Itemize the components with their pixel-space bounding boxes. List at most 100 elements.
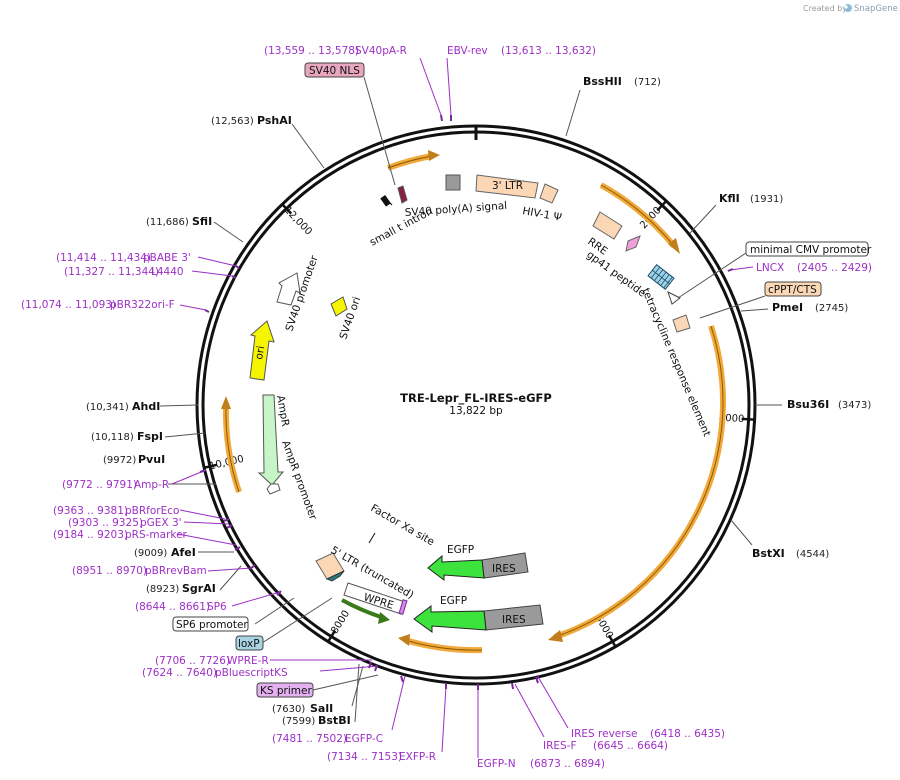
primer-ires-reverse[interactable]: IRES reverse(6418 .. 6435)	[571, 728, 725, 740]
cppt-tag[interactable]: cPPT/CTS	[764, 281, 822, 297]
enzyme-bstbi[interactable]: BstBI(7599)	[282, 714, 351, 727]
svg-text:minimal CMV promoter: minimal CMV promoter	[750, 244, 872, 256]
enzyme-bstxi[interactable]: BstXI(4544)	[752, 547, 829, 560]
primer-l4440[interactable]: (11,327 .. 11,344)L4440	[64, 266, 184, 278]
svg-text:(13,613 .. 13,632): (13,613 .. 13,632)	[501, 45, 596, 57]
credit-brand: SnapGene	[854, 4, 898, 14]
primer-labels: (13,559 .. 13,578)SV40pA-R EBV-rev(13,61…	[21, 45, 872, 770]
primer-pbluescriptks[interactable]: (7624 .. 7640)pBluescriptKS	[142, 667, 288, 679]
orf-arc-kfli-core	[600, 184, 675, 247]
primer-ebv-rev[interactable]: EBV-rev(13,613 .. 13,632)	[447, 45, 596, 57]
orf-arc-left-core	[225, 404, 240, 493]
svg-text:SV40pA-R: SV40pA-R	[355, 45, 407, 57]
svg-text:IRES-F: IRES-F	[543, 740, 577, 752]
enzyme-pvui[interactable]: PvuI(9972)	[103, 453, 165, 466]
svg-text:(6418 .. 6435): (6418 .. 6435)	[650, 728, 725, 740]
svg-text:BstXI: BstXI	[752, 547, 785, 560]
svg-text:BstBI: BstBI	[318, 714, 351, 727]
svg-text:(7624 .. 7640): (7624 .. 7640)	[142, 667, 217, 679]
enzyme-ahdi[interactable]: AhdI(10,341)	[86, 400, 160, 413]
ring-tick-label-5: 12,000	[282, 205, 314, 238]
ampr-promoter-arrow	[266, 483, 281, 495]
svg-text:FspI: FspI	[137, 430, 163, 443]
svg-text:AfeI: AfeI	[171, 546, 196, 559]
svg-text:(9303 .. 9325): (9303 .. 9325)	[68, 517, 143, 529]
ring-tick-label-4: 10,000	[208, 454, 245, 473]
loxp-tag[interactable]: loxP	[235, 635, 264, 651]
svg-text:pBluescriptKS: pBluescriptKS	[215, 667, 288, 679]
ring-tick-2	[607, 634, 617, 648]
sv40-nls-tag[interactable]: SV40 NLS	[304, 62, 365, 78]
orf-arc-kfli-head	[668, 238, 680, 254]
orf-arc-wpre-head	[378, 612, 390, 624]
enzyme-bsu36i[interactable]: Bsu36I(3473)	[787, 398, 871, 411]
primer-amp-r[interactable]: (9772 .. 9791)Amp-R	[62, 479, 169, 491]
sp6-promoter-tag[interactable]: SP6 promoter	[172, 616, 249, 632]
primer-ticks	[199, 114, 734, 690]
svg-text:(7706 .. 7726): (7706 .. 7726)	[155, 655, 230, 667]
primer-wpre-r[interactable]: (7706 .. 7726)WPRE-R	[155, 655, 269, 667]
svg-text:(9972): (9972)	[103, 455, 136, 466]
enzyme-pshai[interactable]: PshAI(12,563)	[211, 114, 292, 127]
enzyme-sfii[interactable]: SfiI(11,686)	[146, 215, 212, 228]
primer-sp6[interactable]: (8644 .. 8661)SP6	[135, 601, 227, 613]
minimal-cmv-tag[interactable]: minimal CMV promoter	[745, 241, 872, 257]
svg-text:(11,414 .. 11,434): (11,414 .. 11,434)	[56, 252, 151, 264]
svg-text:(7630): (7630)	[272, 704, 305, 715]
svg-text:loxP: loxP	[238, 638, 260, 650]
enzyme-fspi[interactable]: FspI(10,118)	[91, 430, 163, 443]
rre-box	[592, 211, 623, 240]
enzyme-kfli[interactable]: KflI(1931)	[719, 192, 783, 205]
primer-prs-marker[interactable]: (9184 .. 9203)pRS-marker	[53, 529, 188, 541]
wpre-label: WPRE	[362, 591, 395, 611]
enzyme-sali[interactable]: SalI (7630)	[272, 702, 333, 715]
primer-pbabe3[interactable]: (11,414 .. 11,434)pBABE 3'	[56, 252, 191, 264]
svg-text:LNCX: LNCX	[756, 262, 784, 274]
primer-egfp-c[interactable]: (7481 .. 7502)EGFP-C	[272, 733, 383, 745]
ltr3-label: 3' LTR	[492, 180, 523, 192]
enzyme-pmei[interactable]: PmeI (2745)	[772, 301, 848, 314]
ring-tick-0	[656, 200, 668, 212]
gp41-box	[625, 235, 641, 252]
primer-pbrrevbam[interactable]: (8951 .. 8970)pBRrevBam	[72, 565, 207, 577]
svg-text:L4440: L4440	[151, 266, 184, 278]
svg-text:SfiI: SfiI	[192, 215, 212, 228]
svg-text:(7134 .. 7153): (7134 .. 7153)	[327, 751, 402, 763]
primer-pbr322ori-f[interactable]: (11,074 .. 11,093)pBR322ori-F	[21, 299, 175, 311]
primer-sv40pa-r[interactable]: (13,559 .. 13,578)SV40pA-R	[264, 45, 407, 57]
boxed-labels: SV40 NLS minimal CMV promoter cPPT/CTS S…	[172, 62, 872, 698]
enzyme-sgrai[interactable]: SgrAI(8923)	[146, 582, 216, 595]
svg-text:(9184 .. 9203): (9184 .. 9203)	[53, 529, 128, 541]
svg-text:EGFP-N: EGFP-N	[477, 758, 516, 770]
svg-text:(7599): (7599)	[282, 716, 315, 727]
primer-ires-f[interactable]: IRES-F(6645 .. 6664)	[543, 740, 668, 752]
orf-arc-bottom-head	[398, 634, 410, 646]
primer-lncx[interactable]: LNCX(2405 .. 2429)	[756, 262, 872, 274]
svg-text:SV40 NLS: SV40 NLS	[309, 65, 360, 77]
svg-text:pBABE 3': pBABE 3'	[143, 252, 191, 264]
primer-pbrforeco[interactable]: (9363 .. 9381)pBRforEco	[53, 505, 179, 517]
svg-text:pGEX 3': pGEX 3'	[140, 517, 182, 529]
svg-text:pRS-marker: pRS-marker	[125, 529, 188, 541]
credit-text: Created by	[803, 4, 847, 13]
svg-text:(2745): (2745)	[815, 303, 848, 314]
ks-primer-tag[interactable]: KS primer	[256, 682, 314, 698]
svg-text:(11,686): (11,686)	[146, 217, 189, 228]
ltr5-teal-box	[325, 570, 345, 582]
svg-text:(12,563): (12,563)	[211, 116, 254, 127]
egfp1-arrow	[427, 554, 485, 581]
pmei-feature-box	[672, 314, 691, 333]
enzyme-labels: BssHII(712) KflI(1931) PmeI (2745) Bsu36I…	[86, 75, 871, 727]
svg-text:PmeI: PmeI	[772, 301, 803, 314]
primer-exfp-r[interactable]: (7134 .. 7153)EXFP-R	[327, 751, 436, 763]
svg-text:SalI: SalI	[310, 702, 333, 715]
primer-pgex3[interactable]: (9303 .. 9325)pGEX 3'	[68, 517, 182, 529]
ori-arrow	[249, 320, 275, 381]
svg-text:(6873 .. 6894): (6873 .. 6894)	[530, 758, 605, 770]
enzyme-bsshii[interactable]: BssHII(712)	[583, 75, 661, 88]
ltr3-box	[475, 174, 539, 199]
svg-text:WPRE-R: WPRE-R	[227, 655, 269, 667]
orf-arc-left	[222, 404, 242, 493]
enzyme-afei[interactable]: AfeI(9009)	[134, 546, 196, 559]
primer-egfp-n[interactable]: EGFP-N (6873 .. 6894)	[477, 758, 605, 770]
